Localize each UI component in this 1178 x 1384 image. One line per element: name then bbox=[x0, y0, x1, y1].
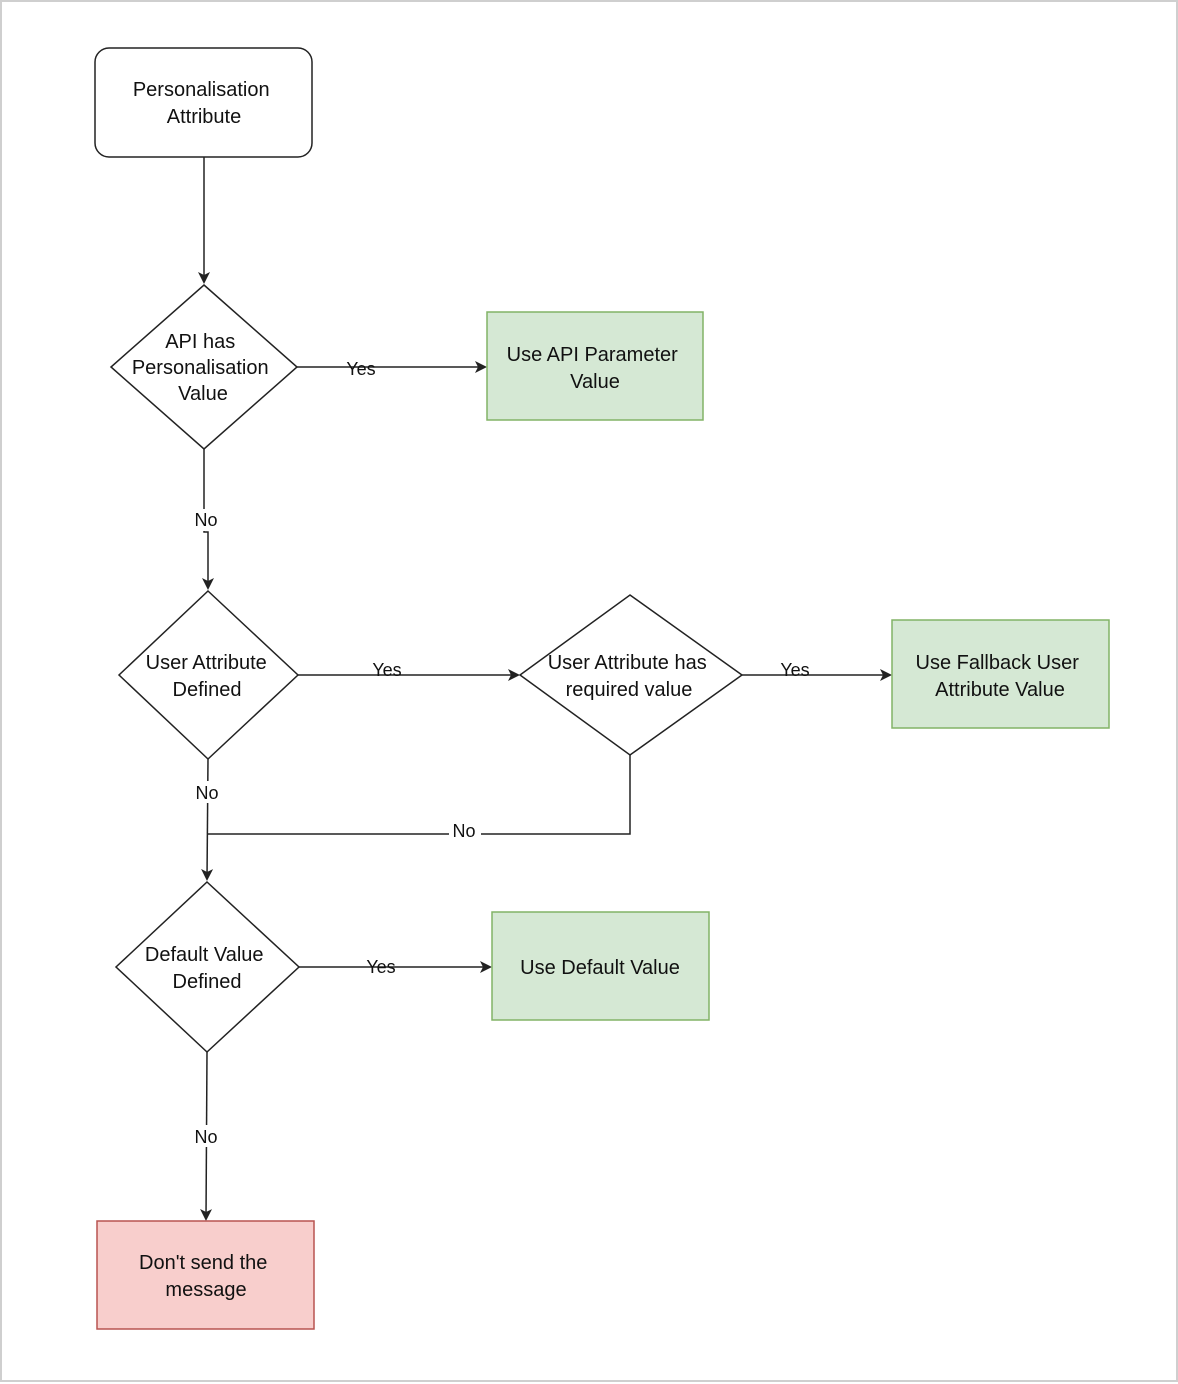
dont-send-line-2: message bbox=[165, 1279, 246, 1301]
edge-label-default-yes: Yes bbox=[366, 957, 395, 977]
edge-required-no bbox=[208, 755, 631, 835]
start-node-line-1: Personalisation bbox=[133, 79, 270, 101]
svg-text:Use Default Value: Use Default Value bbox=[520, 957, 680, 979]
start-node: Personalisation Attribute bbox=[94, 47, 313, 158]
api-decision-node: API has Personalisation Value bbox=[109, 284, 299, 450]
use-fallback-line-2: Attribute Value bbox=[935, 679, 1065, 701]
edge-user-attr-no bbox=[201, 758, 214, 881]
svg-text:Don't send the message: Don't send the message bbox=[139, 1252, 273, 1301]
edge-label-required-yes: Yes bbox=[780, 660, 809, 680]
edge-label-required-no: No bbox=[452, 821, 475, 841]
default-value-decision-node: Default Value Defined bbox=[114, 880, 301, 1054]
use-api-line-1: Use API Parameter bbox=[507, 344, 679, 366]
edge-label-api-yes: Yes bbox=[346, 359, 375, 379]
svg-text:API has Personalisation: API has Personalisation Value bbox=[132, 331, 274, 405]
api-decision-line-2: Personalisation bbox=[132, 357, 269, 379]
user-attr-line-1: User Attribute bbox=[146, 652, 267, 674]
use-api-line-2: Value bbox=[570, 371, 620, 393]
user-attr-line-2: Defined bbox=[173, 679, 242, 701]
svg-text:Use Fallback User Attrib: Use Fallback User Attribute Value bbox=[916, 652, 1085, 701]
use-fallback-node: Use Fallback User Attribute Value bbox=[891, 619, 1110, 729]
svg-text:User Attribute Defined: User Attribute Defined bbox=[146, 652, 273, 701]
edge-api-no bbox=[202, 449, 214, 590]
edge-label-default-no: No bbox=[194, 1127, 217, 1147]
edge-label-user-attr-no: No bbox=[195, 783, 218, 803]
svg-text:User Attribute has requi: User Attribute has required value bbox=[548, 652, 713, 701]
use-api-parameter-node: Use API Parameter Value bbox=[486, 311, 704, 421]
required-value-decision-node: User Attribute has required value bbox=[518, 594, 744, 756]
svg-text:Use API Parameter Value: Use API Parameter Value bbox=[507, 344, 684, 393]
svg-text:Personalisation Attribut: Personalisation Attribute bbox=[133, 79, 275, 128]
use-default-node: Use Default Value bbox=[491, 911, 710, 1021]
default-decision-line-2: Defined bbox=[173, 971, 242, 993]
edge-label-user-attr-yes: Yes bbox=[372, 660, 401, 680]
start-node-line-2: Attribute bbox=[167, 106, 241, 128]
required-line-1: User Attribute has bbox=[548, 652, 707, 674]
dont-send-line-1: Don't send the bbox=[139, 1252, 267, 1274]
default-decision-line-1: Default Value bbox=[145, 944, 264, 966]
use-default-line-1: Use Default Value bbox=[520, 957, 680, 979]
api-decision-line-3: Value bbox=[178, 383, 228, 405]
user-attribute-decision-node: User Attribute Defined bbox=[117, 589, 300, 761]
edge-label-api-no: No bbox=[194, 510, 217, 530]
api-decision-line-1: API has bbox=[165, 331, 235, 353]
required-line-2: required value bbox=[566, 679, 693, 701]
dont-send-node: Don't send the message bbox=[96, 1220, 315, 1330]
use-fallback-line-1: Use Fallback User bbox=[916, 652, 1080, 674]
svg-text:Default Value Defined: Default Value Defined bbox=[145, 944, 269, 993]
